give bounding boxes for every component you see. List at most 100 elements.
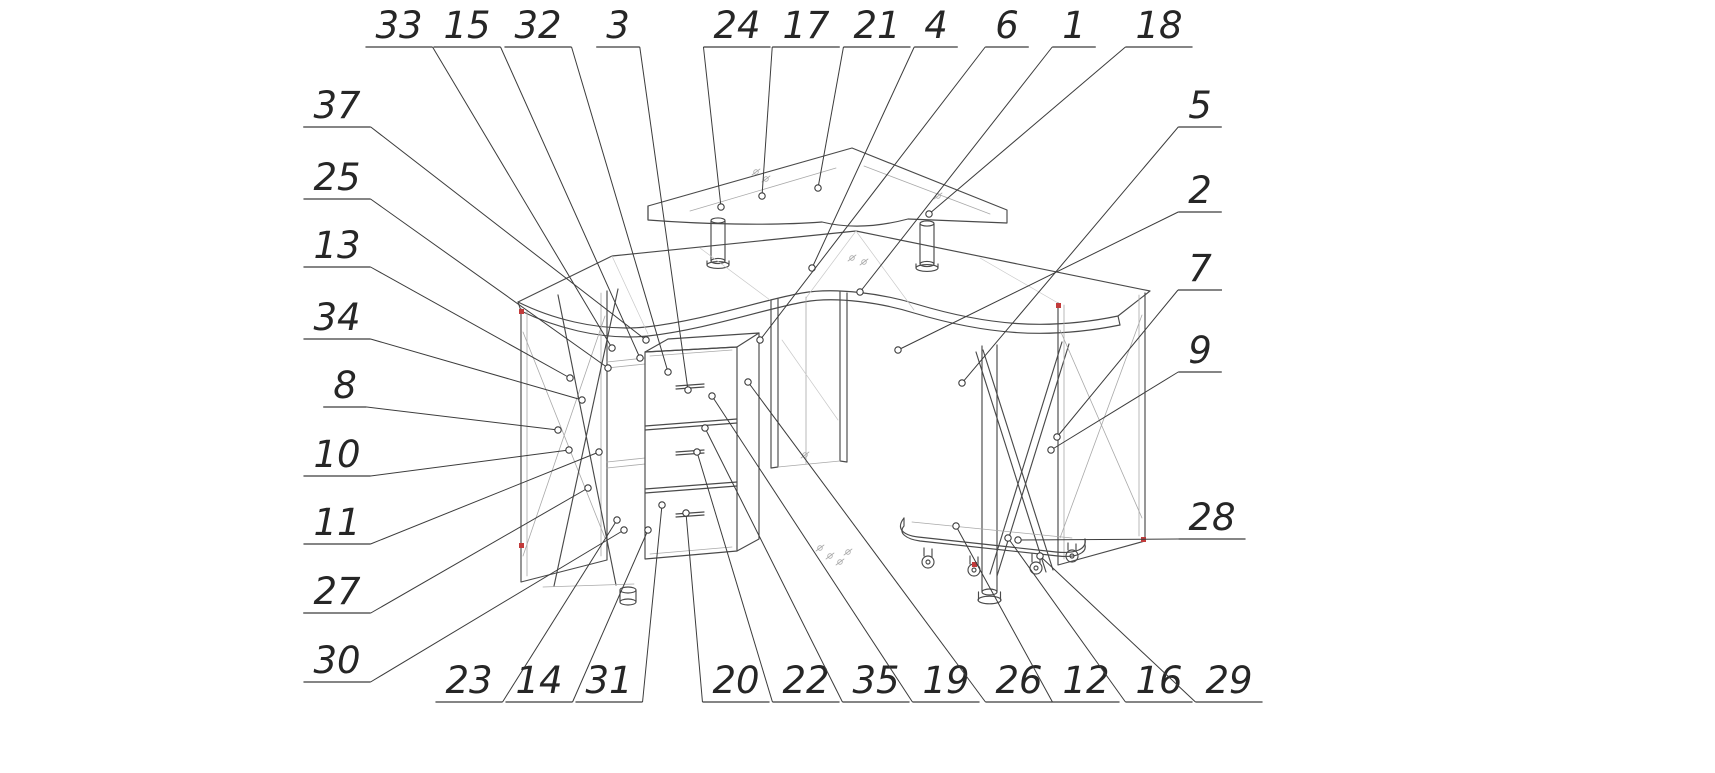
callout-leader-line — [370, 198, 609, 369]
callout-number: 27 — [313, 570, 361, 613]
callout-target-dot — [1047, 446, 1055, 454]
callout-number: 13 — [313, 224, 360, 267]
callout-14: 14 — [505, 526, 652, 703]
callout-number: 17 — [782, 4, 830, 47]
callout-leader-line — [817, 46, 844, 189]
callout-19: 19 — [708, 392, 980, 703]
callout-target-dot — [554, 426, 562, 434]
callout-number: 23 — [445, 659, 492, 702]
left-side-panel — [520, 290, 646, 583]
cpu-tray — [899, 517, 1086, 577]
right-leg-post — [975, 341, 1070, 605]
callout-number: 10 — [313, 433, 360, 476]
callout-21: 21 — [814, 4, 911, 192]
callout-leader-line — [955, 525, 1053, 703]
corner-support-panels — [770, 291, 848, 469]
callout-leader-line — [1039, 555, 1196, 703]
callout-33: 33 — [365, 4, 616, 352]
callout-27: 27 — [303, 484, 592, 614]
callout-leader-line — [928, 46, 1126, 215]
callout-target-dot — [894, 346, 902, 354]
callout-number: 29 — [1205, 659, 1252, 702]
callout-target-dot — [636, 354, 644, 362]
monitor-shelf — [647, 147, 1008, 227]
callout-target-dot — [642, 336, 650, 344]
callout-target-dot — [584, 484, 592, 492]
callout-15: 15 — [433, 4, 644, 362]
callout-leader-line — [639, 46, 689, 391]
callout-9: 9 — [1047, 329, 1222, 454]
callout-target-dot — [1036, 552, 1044, 560]
callout-13: 13 — [303, 224, 574, 382]
callout-25: 25 — [303, 156, 612, 372]
callout-26: 26 — [744, 378, 1053, 703]
callout-28: 28 — [1014, 496, 1246, 544]
desktop — [517, 230, 1151, 338]
callout-target-dot — [565, 446, 573, 454]
callout-number: 14 — [515, 659, 562, 702]
callout-number: 34 — [313, 296, 360, 339]
callout-34: 34 — [303, 296, 586, 404]
callout-target-dot — [717, 203, 725, 211]
callout-22: 22 — [693, 448, 840, 703]
callout-target-dot — [566, 374, 574, 382]
callout-leader-line — [1056, 289, 1179, 438]
callout-number: 6 — [995, 4, 1019, 47]
callout-leader-line — [897, 211, 1179, 351]
callout-35: 35 — [701, 424, 910, 703]
drawer-unit — [644, 332, 760, 560]
callout-20: 20 — [682, 509, 770, 703]
callout-leader-line — [642, 504, 663, 703]
callout-leader-line — [696, 451, 773, 703]
callout-target-dot — [595, 448, 603, 456]
callout-23: 23 — [435, 516, 621, 703]
callout-leader-line — [1017, 538, 1179, 541]
callout-target-dot — [758, 192, 766, 200]
callout-target-dot — [578, 396, 586, 404]
callout-11: 11 — [303, 448, 603, 545]
callout-target-dot — [1004, 534, 1012, 542]
callout-37: 37 — [303, 84, 650, 344]
callout-number: 12 — [1062, 659, 1109, 702]
callout-leader-line — [370, 487, 589, 614]
callout-leader-line — [572, 529, 649, 703]
callout-leader-line — [711, 395, 913, 703]
callout-number: 24 — [713, 4, 760, 47]
callout-target-dot — [1014, 536, 1022, 544]
callout-10: 10 — [303, 433, 573, 477]
callout-leader-line — [370, 449, 570, 477]
callout-number: 32 — [514, 4, 561, 47]
callout-number: 30 — [313, 639, 360, 682]
callout-leader-line — [370, 451, 600, 545]
callout-number: 31 — [585, 659, 632, 702]
callout-29: 29 — [1036, 552, 1263, 703]
callout-target-dot — [608, 344, 616, 352]
callout-leader-line — [961, 126, 1179, 384]
callout-number: 16 — [1135, 659, 1182, 702]
callout-number: 3 — [606, 4, 630, 47]
callout-leader-line — [1007, 537, 1126, 703]
callout-number: 18 — [1135, 4, 1182, 47]
callout-leader-line — [370, 338, 583, 401]
callout-target-dot — [613, 516, 621, 524]
callout-number: 26 — [995, 659, 1042, 702]
callout-leader-line — [366, 406, 559, 431]
callout-number: 19 — [922, 659, 969, 702]
callout-target-dot — [701, 424, 709, 432]
callout-31: 31 — [575, 501, 666, 703]
callout-leader-line — [502, 519, 618, 703]
callout-18: 18 — [925, 4, 1193, 218]
callout-target-dot — [684, 386, 692, 394]
callout-1: 1 — [856, 4, 1096, 296]
callout-leader-line — [1050, 371, 1179, 451]
callout-target-dot — [644, 526, 652, 534]
callout-leader-line — [370, 266, 571, 379]
callout-target-dot — [682, 509, 690, 517]
callout-12: 12 — [952, 522, 1120, 703]
callout-number: 5 — [1188, 84, 1212, 127]
callout-7: 7 — [1053, 247, 1222, 441]
callout-number: 4 — [924, 4, 948, 47]
callout-target-dot — [756, 336, 764, 344]
callout-number: 1 — [1062, 4, 1086, 47]
red-corner-marks — [519, 303, 1146, 567]
